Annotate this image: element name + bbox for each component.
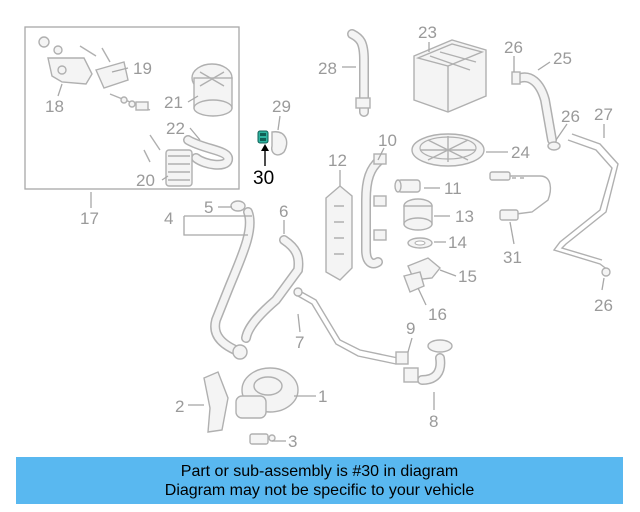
callout-2: 2	[175, 397, 184, 416]
part-23-canister	[413, 39, 487, 113]
callout-1: 1	[318, 387, 327, 406]
callout-13: 13	[455, 207, 474, 226]
callout-19: 19	[133, 59, 152, 78]
part-1-pump	[235, 367, 299, 419]
callout-17: 17	[80, 209, 99, 228]
callout-21: 21	[164, 93, 183, 112]
inset-filter-20	[143, 134, 193, 187]
callout-20: 20	[136, 171, 155, 190]
part-30-clip-highlighted	[257, 130, 269, 144]
callout-31: 31	[503, 248, 522, 267]
callout-12: 12	[328, 151, 347, 170]
part-6-hose	[241, 235, 304, 343]
callout-3: 3	[288, 432, 297, 451]
leader-lines	[57, 42, 605, 442]
inset-box-17	[24, 26, 240, 190]
part-3-sensor	[249, 433, 276, 445]
callout-5: 5	[204, 198, 213, 217]
part-12-bracket	[325, 185, 353, 281]
callout-9: 9	[406, 319, 415, 338]
callout-26-bottom: 26	[594, 296, 613, 315]
callout-16: 16	[428, 305, 447, 324]
callout-7: 7	[295, 333, 304, 352]
part-7-pipe	[293, 287, 409, 365]
callout-8: 8	[429, 412, 438, 431]
callout-18: 18	[45, 97, 64, 116]
part-10-pipe	[361, 153, 387, 269]
callout-28: 28	[318, 59, 337, 78]
callout-10: 10	[378, 131, 397, 150]
part-4-hose	[210, 200, 255, 360]
banner-line-1: Part or sub-assembly is #30 in diagram	[180, 462, 459, 480]
part-13-valve	[403, 198, 433, 231]
callout-26-mid: 26	[561, 107, 580, 126]
part-31-sensor	[489, 171, 552, 221]
info-banner: Part or sub-assembly is #30 in diagram D…	[16, 457, 623, 504]
banner-line-2: Diagram may not be specific to your vehi…	[164, 481, 475, 499]
callout-22: 22	[166, 119, 185, 138]
part-2-bracket	[203, 371, 229, 433]
part-27-line	[552, 133, 619, 277]
part-9-cap	[427, 339, 453, 353]
callout-25: 25	[553, 49, 572, 68]
part-11-fitting	[394, 179, 421, 193]
callout-11: 11	[444, 179, 462, 198]
callout-26-top: 26	[504, 38, 523, 57]
part-28-pipe	[347, 29, 371, 117]
callout-27: 27	[594, 105, 613, 124]
parts-diagram: 1 2 3 4 5 6 7 8 9 10 11 12 13 14 15 16 1…	[24, 23, 619, 451]
callout-29: 29	[272, 97, 291, 116]
inset-pump-21	[191, 63, 233, 117]
inset-bracket-19	[95, 61, 151, 111]
inset-hose-22	[183, 135, 233, 170]
part-25-hose	[511, 71, 561, 151]
callout-4: 4	[164, 209, 173, 228]
part-14-gasket	[407, 237, 433, 249]
callout-14: 14	[448, 233, 467, 252]
callout-15: 15	[458, 267, 477, 286]
callout-30-highlighted: 30	[253, 168, 274, 189]
callout-24: 24	[511, 143, 530, 162]
inset-bracket-18	[38, 36, 111, 85]
callout-6: 6	[279, 202, 288, 221]
part-24-filter	[411, 133, 485, 167]
part-29-cap	[270, 131, 288, 156]
part-8-elbow	[403, 353, 446, 385]
part-16-plate	[403, 271, 425, 293]
callout-23: 23	[418, 23, 437, 42]
part-30-pointer-arrow	[261, 144, 269, 166]
